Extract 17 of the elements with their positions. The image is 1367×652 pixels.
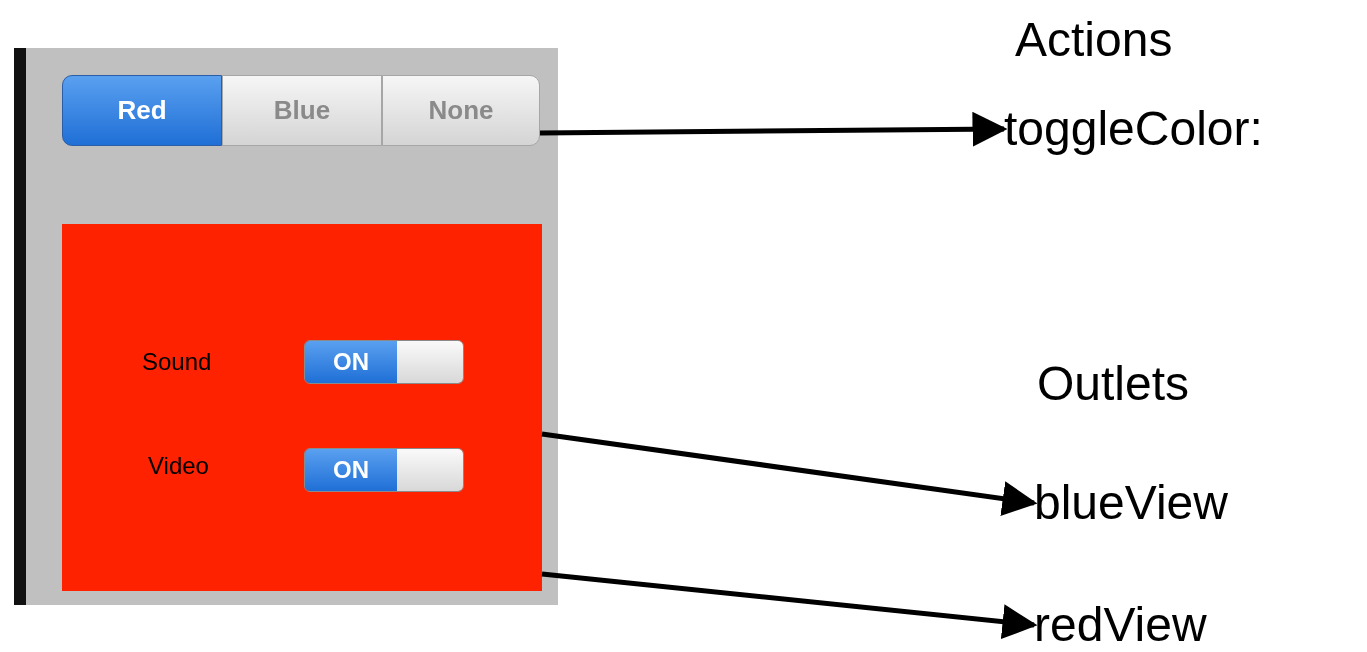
action-name: toggleColor:	[1004, 100, 1364, 158]
outlet-name: redView	[1034, 598, 1284, 652]
section-heading: Outlets	[1037, 356, 1190, 411]
toggle-switch: ON	[304, 448, 464, 492]
toggle-switch: ON	[304, 340, 464, 384]
arrow	[539, 111, 1008, 147]
arrow	[541, 571, 1038, 640]
switch-label: Sound	[142, 348, 212, 376]
segment-tab: Blue	[222, 75, 382, 146]
segment-tab: None	[382, 75, 540, 146]
section-heading: Actions	[1015, 12, 1173, 67]
switch-label: Video	[148, 452, 209, 480]
color-view	[62, 224, 542, 591]
outlet-name: blueView	[1034, 475, 1304, 531]
screen-panel	[14, 48, 558, 605]
arrow	[541, 431, 1038, 516]
segment-tab: Red	[62, 75, 222, 146]
